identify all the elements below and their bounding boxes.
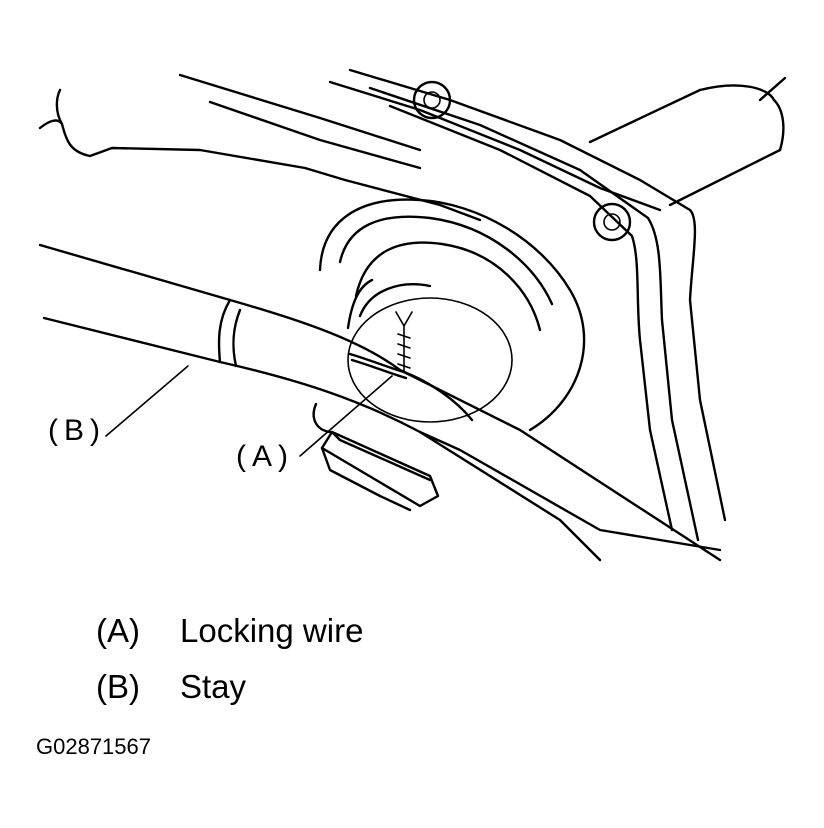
legend-key: (B) [96,668,140,705]
legend-text: Locking wire [180,612,364,649]
leader-line-a [299,375,393,457]
legend-key: (A) [96,612,140,649]
component-illustration [38,68,787,562]
housing [38,68,787,542]
leader-line-b [105,365,189,437]
callout-label-a: (A) [236,440,294,473]
nut [312,402,440,512]
figure-id: G02871567 [36,734,151,759]
stay [38,243,722,562]
mount-boss [318,198,586,432]
legend-text: Stay [180,668,247,705]
locking-wire [348,311,474,422]
callout-label-b: (B) [48,414,106,447]
